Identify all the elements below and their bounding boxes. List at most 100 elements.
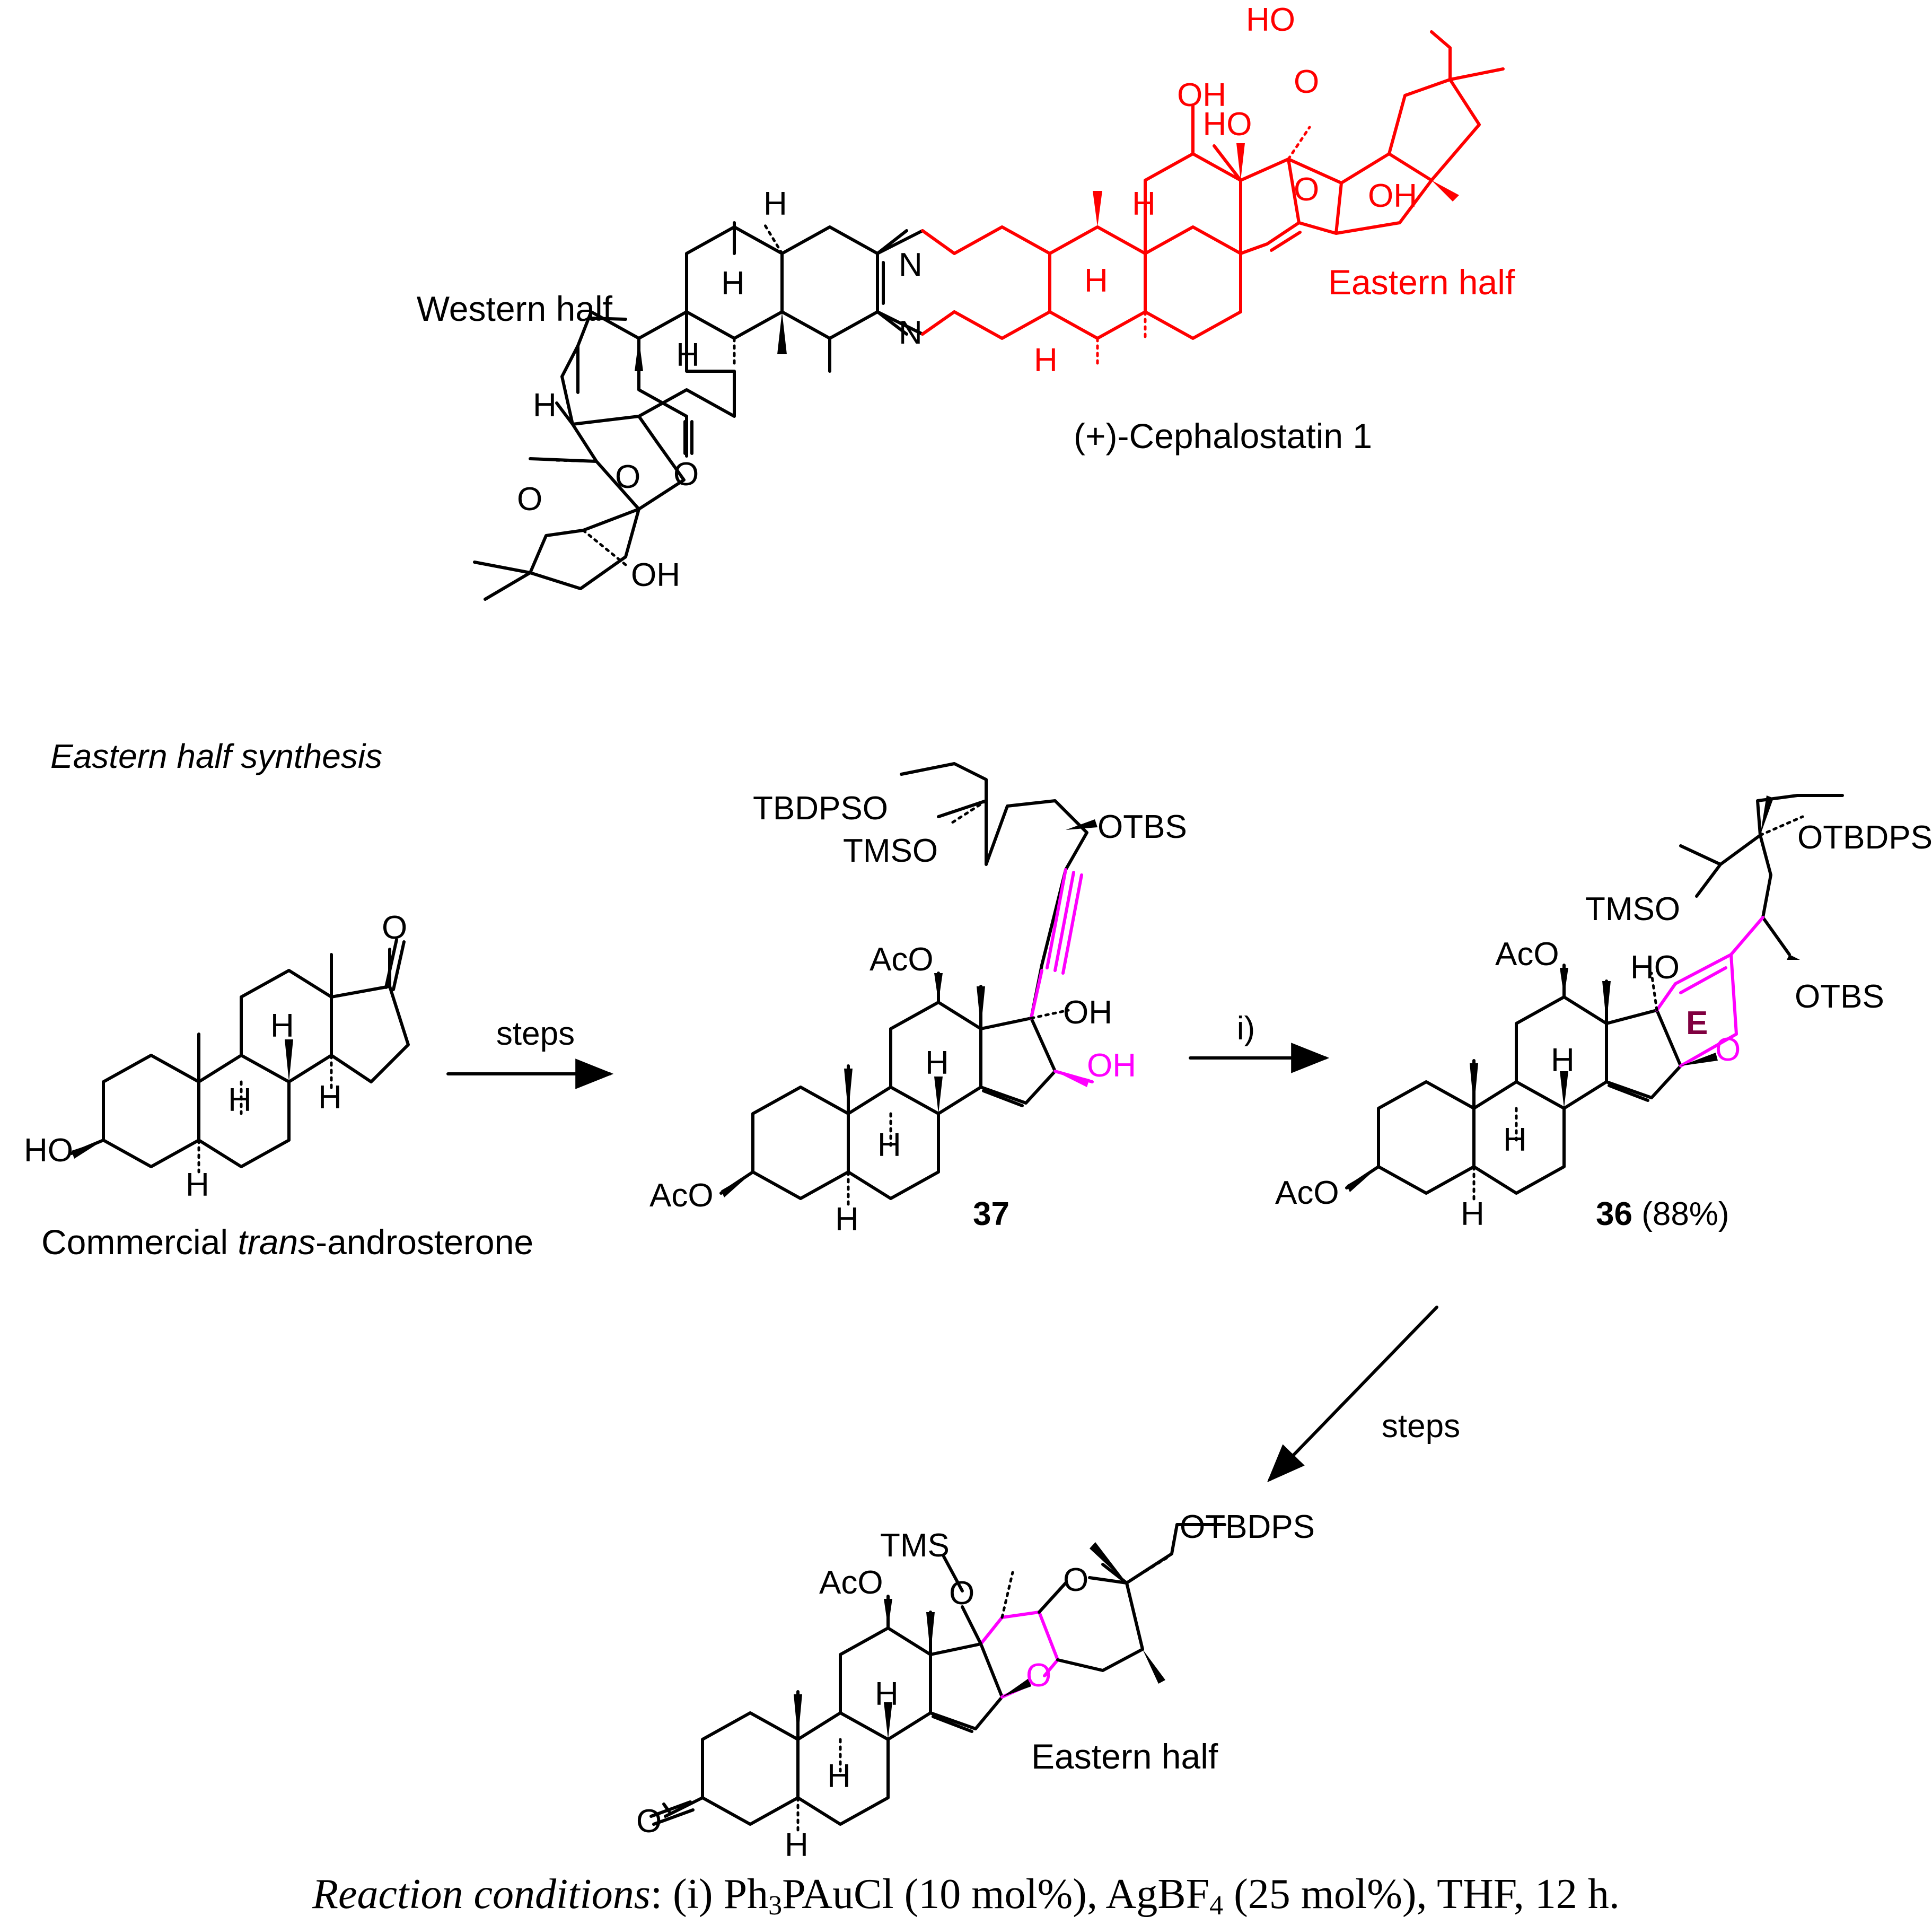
east-tms: TMS [880,1527,950,1564]
androsterone-structure: O HO H H H H [24,909,410,1203]
east-o-link: O [949,1575,974,1612]
h-atom-e: H [1084,262,1108,299]
aco-wedge-east [884,1599,892,1628]
c36-h2: H [1503,1122,1527,1158]
c36-tmso: TMSO [1585,891,1680,928]
alkyne-link [1030,969,1043,1020]
ketone-o: O [673,456,699,493]
methyl-wedge-19 [844,1069,853,1114]
conditions-sub-2: 4 [1209,1891,1223,1921]
tmso-hash [947,799,988,826]
reaction-conditions: Reaction conditions: (i) Ph3PAuCl (10 mo… [312,1871,1620,1921]
c36-ho: HO [1630,949,1680,986]
eastern-half-structure: TMS O O O OTBDPS AcO O H H H Eastern hal… [636,1509,1315,1863]
ring-e-label: E [1686,1005,1708,1042]
compound-37-bonds [719,762,1088,1200]
aco-12-wedge-36 [1560,968,1568,997]
oh-23: OH [1368,178,1417,214]
h-hash-1 [762,221,784,255]
east-otbdps: OTBDPS [1180,1509,1315,1545]
cephalostatin-name: (+)-Cephalostatin 1 [1074,416,1372,456]
methyl-wedge-36c [1760,795,1773,835]
eastern-half-label: Eastern half [1031,1737,1218,1776]
c37-oh-1: OH [1063,994,1112,1031]
h-hash-3 [555,459,598,463]
ketone-3b [652,1808,695,1826]
methyl-wedge-east-c [1090,1542,1127,1583]
c37-oh-2: OH [1087,1047,1136,1084]
oh-hash-17 [1030,1009,1070,1020]
ho-wedge [72,1140,103,1159]
arrow-2-label: i) [1237,1010,1255,1047]
c18-wedge [635,338,643,371]
east-methyl-hash [1287,126,1311,161]
methyl-wedge-east-d [1143,1649,1165,1684]
aco-12-wedge [934,973,943,1002]
oh-wedge-23 [1432,180,1459,202]
oh-west: OH [631,557,680,593]
east-aco: AcO [819,1564,883,1601]
east-h2: H [827,1758,851,1795]
c36-otbdps: OTBDPS [1797,819,1932,856]
c36-otbs: OTBS [1795,978,1884,1015]
methyl-hash-east [1000,1571,1014,1619]
otbs-wedge [1066,819,1097,830]
ketone-3 [649,1800,692,1818]
compound-37-structure: TBDPSO TMSO OTBS AcO AcO OH OH H H H 37 [649,762,1187,1238]
methyl-wedge-18 [977,986,985,1029]
alkyne-triple-1 [1046,868,1067,969]
conditions-text-1: : (i) Ph [651,1871,768,1918]
h-wedge-8 [934,1077,943,1114]
c37-tmso: TMSO [843,833,938,869]
aco-wedge-36 [1347,1167,1378,1192]
c36-aco-bottom: AcO [1275,1175,1339,1211]
compound-36-yield: (88%) [1632,1196,1729,1232]
oh-hash-w [582,529,627,566]
c15-double [982,1089,1024,1107]
ring-e-bonds [1655,916,1764,1068]
alkyne-triple-2 [1053,871,1075,972]
n-bottom: N [899,314,923,351]
n-top: N [899,247,923,283]
east-methyl-wedge-2 [1236,143,1245,180]
o-tms-bond [961,1605,982,1646]
conditions-sub-1: 3 [768,1891,782,1921]
c37-h3: H [835,1201,859,1238]
compound-36-bonds [1345,794,1844,1195]
eastern-double-bond [1270,231,1302,252]
east-methyl-wedge [1093,191,1102,227]
arrow-3 [1267,1306,1438,1483]
oh-wedge-16 [1055,1071,1090,1087]
androsterone-name-prefix: Commercial [41,1222,238,1262]
androsterone-name-italic: trans [238,1222,315,1262]
h-wedge-east [884,1702,892,1739]
c36-h3: H [1461,1196,1485,1232]
western-double-bond [590,317,627,321]
ring-e-double [1679,966,1727,994]
methyl-wedge-east-b [926,1612,935,1655]
eastern-half-bonds [664,1523,1226,1826]
c15-double-36 [1608,1084,1649,1102]
arrow-1-label: steps [496,1016,575,1052]
c36-ring-o: O [1715,1031,1741,1068]
ho-17: HO [1203,106,1252,143]
ring-o3: O [1294,171,1319,208]
androsterone-name: Commercial trans-androsterone [41,1222,533,1262]
androsterone-name-suffix: -androsterone [315,1222,533,1262]
o-wedge-east [1002,1678,1031,1697]
arrow-3-label: steps [1382,1408,1460,1445]
western-half-label: Western half [417,289,613,328]
cephalostatin-1-structure [473,30,1505,601]
ketone-17b [392,940,406,991]
c37-h1: H [925,1045,949,1081]
c36-aco-top: AcO [1495,936,1559,973]
h-atom-b: H [721,265,745,302]
c37-h2: H [877,1127,901,1163]
oh-12: OH [1177,77,1226,113]
methyl-wedge-east-a [794,1694,802,1739]
compound-36-structure: OTBDPS TMSO OTBS HO O E AcO AcO H H H 36… [1275,794,1932,1232]
c37-aco-top: AcO [870,941,934,978]
androsterone-h1: H [270,1008,294,1044]
c36-h1: H [1551,1042,1575,1079]
